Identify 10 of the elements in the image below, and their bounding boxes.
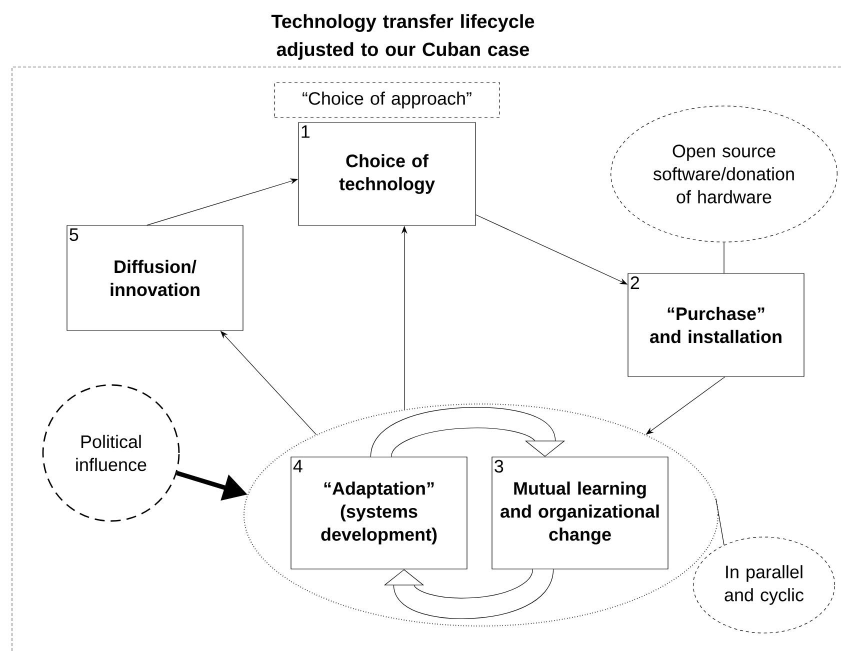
connector-line — [716, 498, 724, 546]
grouping-ellipse — [244, 404, 718, 626]
note-box: “Choice of approach” — [274, 82, 500, 118]
process-box: Mutual learning and organizational change 3 — [492, 456, 668, 570]
cycle-arrow — [384, 566, 554, 619]
process-box: Choice of technology 1 — [298, 122, 476, 226]
title: Technology transfer lifecycle adjusted to our Cuban case — [271, 14, 534, 60]
process-box: “Adaptation” (systems development) 4 — [290, 456, 468, 570]
process-box: “Purchase” and installation 2 — [628, 273, 804, 377]
process-box: Diffusion/ innovation 5 — [66, 225, 244, 331]
